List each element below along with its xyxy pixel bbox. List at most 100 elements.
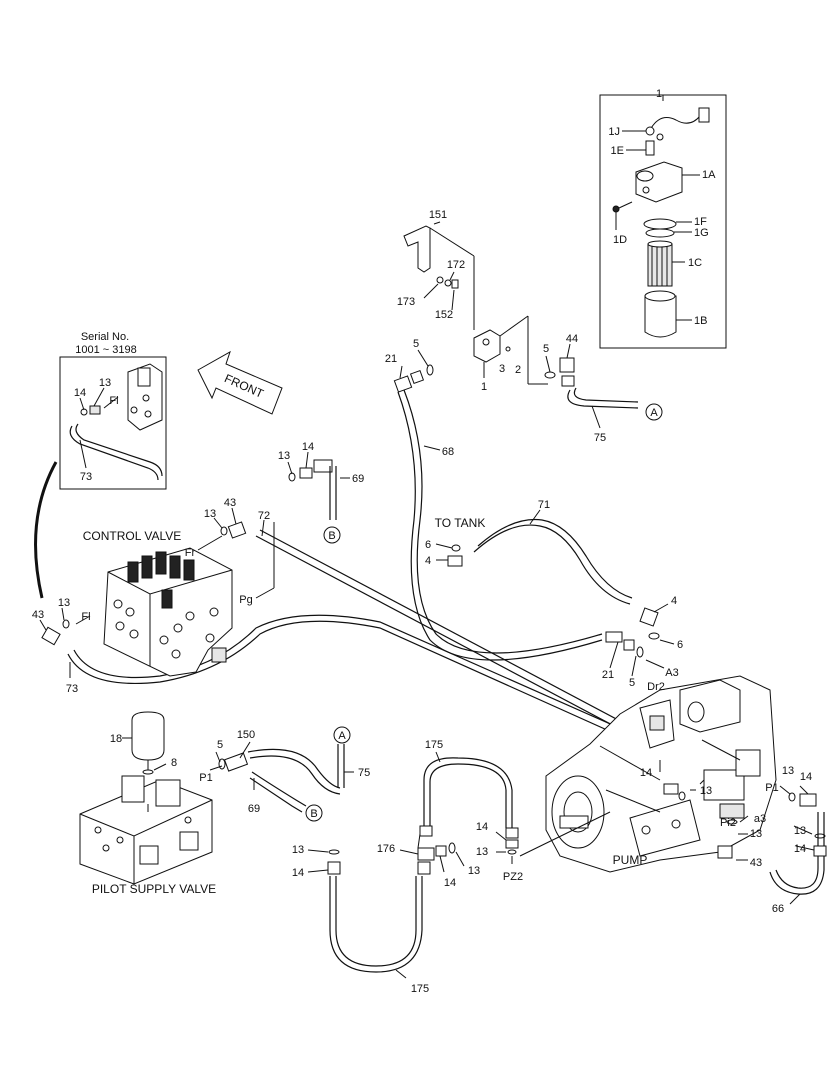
label-152: 152 (435, 309, 453, 321)
ref-a-upper: A (650, 407, 658, 419)
label-13-pi2: 13 (750, 828, 762, 840)
label-21-a: 21 (385, 353, 397, 365)
label-14-i: 14 (444, 877, 456, 889)
label-13-a: 13 (278, 450, 290, 462)
label-175-upper: 175 (425, 739, 443, 751)
accumulator-18 (122, 711, 167, 775)
label-4-a: 4 (425, 555, 431, 567)
label-14-a: 14 (302, 441, 314, 453)
port-p1-pump: P1 (765, 782, 778, 794)
serial-caption-line1: Serial No. (81, 331, 129, 343)
label-172: 172 (447, 259, 465, 271)
control-valve-caption: CONTROL VALVE (83, 529, 181, 543)
label-151: 151 (429, 209, 447, 221)
label-14-c: 14 (476, 821, 488, 833)
label-43-pump: 43 (750, 857, 762, 869)
port-pi2: Pi2 (720, 817, 736, 829)
label-173-top: 173 (397, 296, 415, 308)
label-21-b: 21 (602, 669, 614, 681)
label-43-b: 43 (32, 609, 44, 621)
fittings-44-5-right (544, 343, 575, 387)
fittings-150 (209, 741, 354, 813)
pilot-supply-valve-caption: PILOT SUPPLY VALVE (92, 882, 216, 896)
label-6-a: 6 (425, 539, 431, 551)
port-p1-pilot: P1 (199, 772, 212, 784)
label-18: 18 (110, 733, 122, 745)
hose-72 (255, 522, 657, 747)
fittings-4-6-right (639, 603, 675, 645)
ref-a-lower: A (338, 730, 346, 742)
label-13-inset: 13 (99, 377, 111, 389)
label-75-lower: 75 (358, 767, 370, 779)
port-fl-main: Fl (81, 611, 90, 623)
label-13-c: 13 (58, 597, 70, 609)
label-1c: 1C (688, 257, 702, 269)
ref-b-upper: B (328, 530, 335, 542)
port-pg: Pg (239, 594, 252, 606)
label-5-c: 5 (629, 677, 635, 689)
label-73-inset: 73 (80, 471, 92, 483)
bracket-151 (403, 221, 475, 330)
label-1j: 1J (608, 126, 620, 138)
label-176: 176 (377, 843, 395, 855)
fittings-21-5-left (393, 349, 434, 393)
ref-circles (305, 403, 663, 822)
label-66: 66 (772, 903, 784, 915)
filter-head-1 (473, 315, 548, 385)
port-fl-inset: Fl (109, 395, 118, 407)
hose-175-lower (307, 833, 465, 979)
fittings-43-13-left (39, 607, 91, 646)
port-fr: Fr (185, 547, 196, 559)
port-pz2: PZ2 (503, 871, 523, 883)
port-dr2: Dr2 (647, 681, 665, 693)
label-5-d: 5 (217, 739, 223, 751)
label-8: 8 (171, 757, 177, 769)
label-1b: 1B (694, 315, 707, 327)
label-75-upper: 75 (594, 432, 606, 444)
hose-66 (769, 785, 827, 905)
ref-letters: A B A B (310, 407, 658, 820)
label-13-l: 13 (468, 865, 480, 877)
label-69-upper: 69 (352, 473, 364, 485)
label-73-main: 73 (66, 683, 78, 695)
label-175-lower: 175 (411, 983, 429, 995)
label-68: 68 (442, 446, 454, 458)
port-a3-upper: A3 (665, 667, 678, 679)
hose-69-upper (287, 451, 350, 520)
label-69-lower: 69 (248, 803, 260, 815)
label-14-inset: 14 (74, 387, 86, 399)
label-13-pump: 13 (700, 785, 712, 797)
port-a3-lower: a3 (754, 813, 766, 825)
serial-caption-line2: 1001 ~ 3198 (75, 344, 136, 356)
hose-75-upper (567, 387, 639, 429)
label-13-e: 13 (476, 846, 488, 858)
front-arrow (197, 350, 283, 415)
label-3: 3 (499, 363, 505, 375)
label-1d: 1D (613, 234, 627, 246)
label-14-p1: 14 (800, 771, 812, 783)
label-5-b: 5 (543, 343, 549, 355)
pump-fittings (659, 760, 749, 861)
label-1-filter: 1 (481, 381, 487, 393)
label-6-b: 6 (677, 639, 683, 651)
label-1e: 1E (611, 145, 624, 157)
part-number-labels: 1 1J 1E 1A 1F 1G 1D 1C 1B 151 172 173 15… (32, 88, 812, 995)
hose-68 (397, 389, 603, 661)
label-4-b: 4 (671, 595, 677, 607)
pump (545, 675, 777, 873)
control-valve (103, 547, 233, 677)
captions: Serial No. 1001 ~ 3198 FRONT TO TANK CON… (75, 331, 647, 896)
label-14-d: 14 (292, 867, 304, 879)
serial-inset (34, 356, 167, 599)
label-13-f: 13 (292, 844, 304, 856)
label-1g: 1G (694, 227, 709, 239)
hose-175-upper (419, 751, 611, 864)
label-1a: 1A (702, 169, 716, 181)
ref-b-lower: B (310, 808, 317, 820)
label-150: 150 (237, 729, 255, 741)
label-71: 71 (538, 499, 550, 511)
label-44: 44 (566, 333, 578, 345)
label-72: 72 (258, 510, 270, 522)
label-13-b: 13 (204, 508, 216, 520)
filter-assembly-group (599, 94, 727, 349)
